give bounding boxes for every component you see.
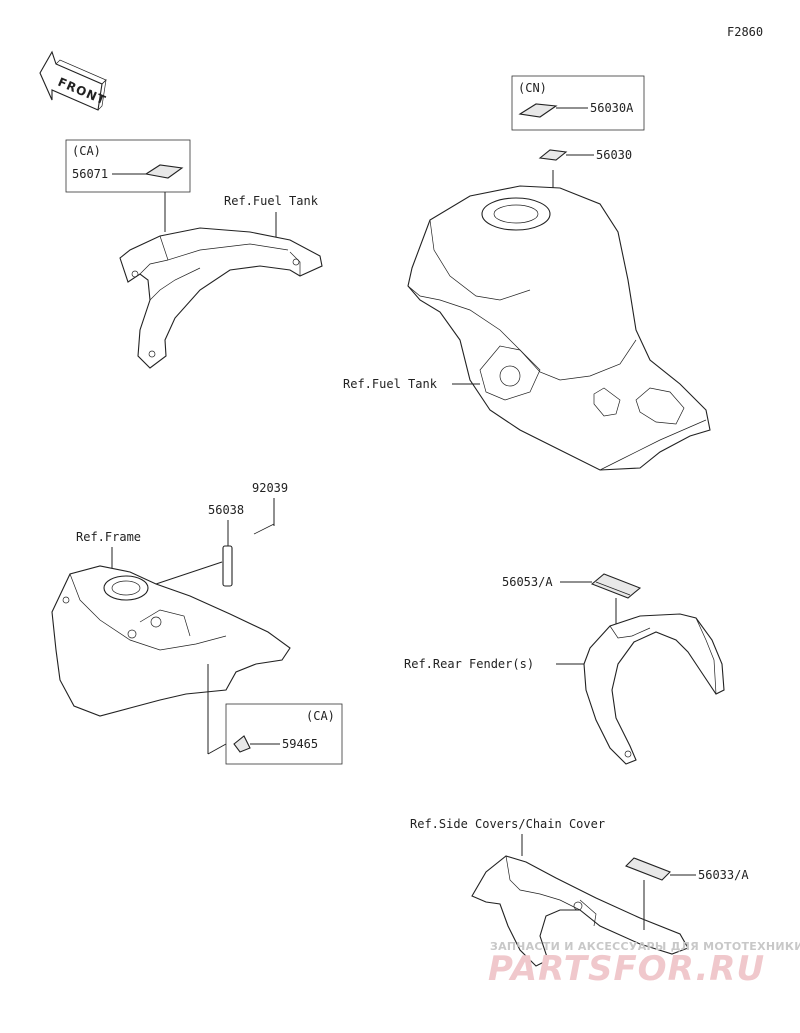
part-92039-label: 92039: [252, 481, 288, 495]
cn-label: (CN): [518, 81, 547, 95]
label-56033-icon: [625, 857, 671, 881]
ref-frame-label: Ref.Frame: [76, 530, 141, 544]
chain-cover-part: [471, 855, 689, 967]
label-56030-icon: [538, 149, 568, 161]
watermark-logo: PARTSFOR.RU: [488, 949, 765, 989]
part-56071-label: 56071: [72, 167, 108, 181]
ref-fuel-tank-mid-label: Ref.Fuel Tank: [343, 377, 438, 391]
label-56030a-icon: [518, 103, 558, 118]
part-56033-label: 56033/A: [698, 868, 749, 882]
watermark-tagline: ЗАПЧАСТИ И АКСЕССУАРЫ ДЛЯ МОТОТЕХНИКИ: [490, 940, 800, 953]
cn-box: [511, 75, 645, 131]
part-56038-label: 56038: [208, 503, 244, 517]
label-56071-icon: [144, 164, 184, 179]
label-56053-icon: [590, 573, 642, 599]
figure-code: F2860: [727, 25, 763, 39]
ca-label-bottom: (CA): [306, 709, 335, 723]
ref-fuel-tank-top-label: Ref.Fuel Tank: [224, 194, 319, 208]
ref-rear-fender-label: Ref.Rear Fender(s): [404, 657, 534, 671]
ca-label-top: (CA): [72, 144, 101, 158]
ca-box-bottom: [225, 703, 343, 765]
frame-part: [51, 561, 291, 717]
front-arrow-icon: FRONT: [39, 50, 108, 111]
part-56030a-label: 56030A: [590, 101, 634, 115]
ca-box-top: [65, 139, 191, 193]
fuel-tank-part: [407, 185, 711, 471]
label-59465-icon: [233, 735, 251, 753]
part-56038-icon: [222, 545, 233, 587]
rear-fender-part: [583, 613, 725, 765]
part-59465-label: 59465: [282, 737, 318, 751]
part-92039-tie-icon: [253, 523, 275, 535]
front-cover-part: [119, 227, 323, 369]
ref-side-covers-label: Ref.Side Covers/Chain Cover: [410, 817, 605, 831]
part-56030-label: 56030: [596, 148, 632, 162]
part-56053-label: 56053/A: [502, 575, 553, 589]
